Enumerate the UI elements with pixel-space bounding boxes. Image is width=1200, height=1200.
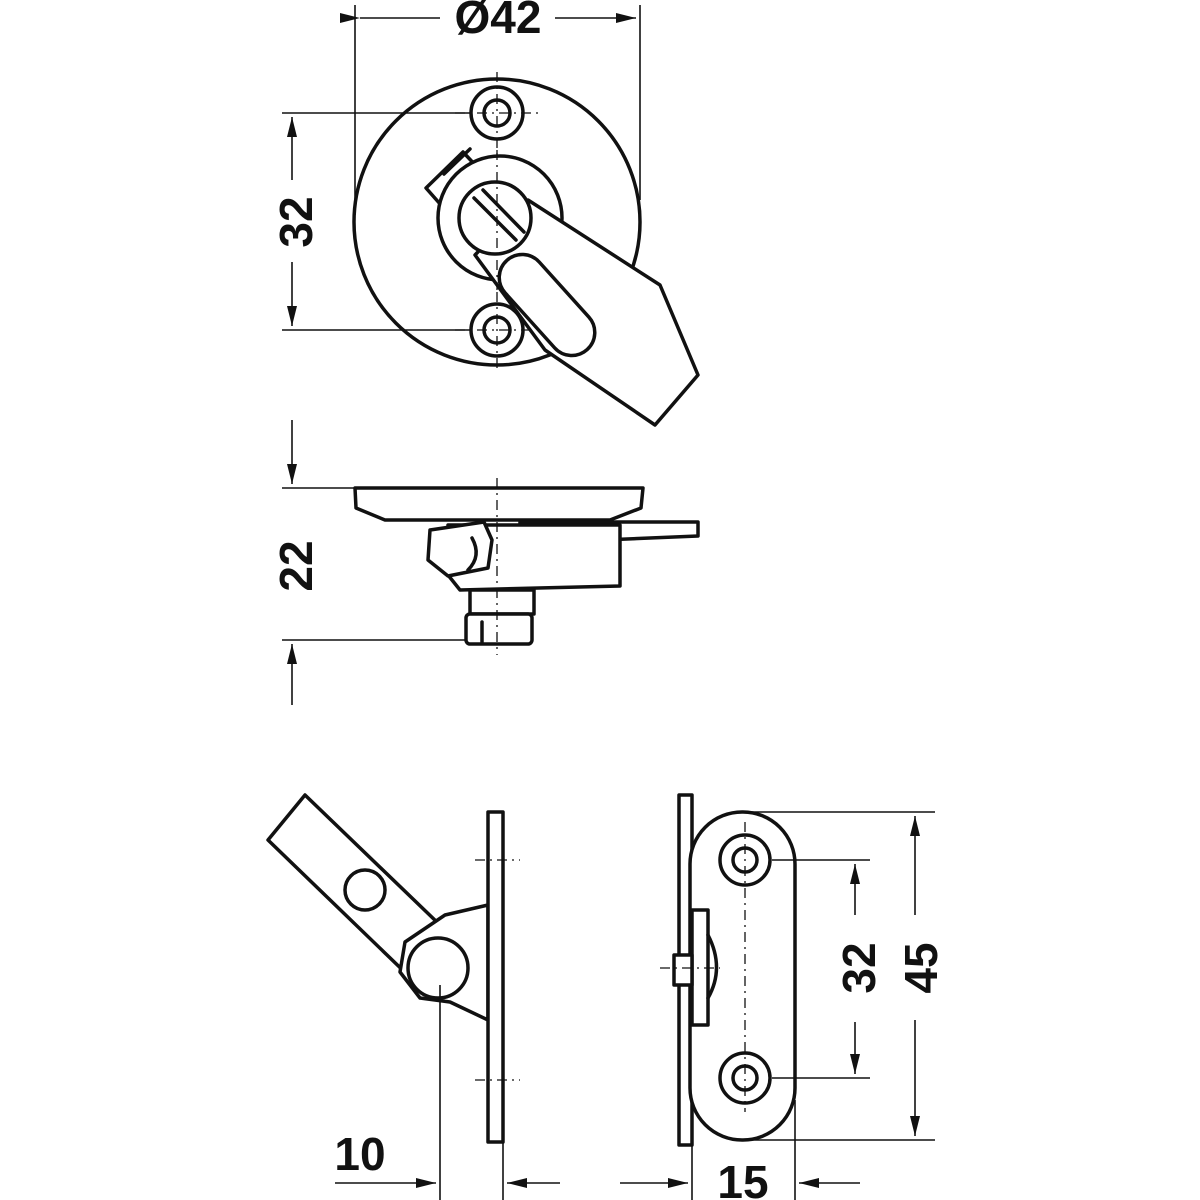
spindle (457, 180, 533, 256)
dim-right-inner-label: 32 (833, 942, 885, 993)
dim-left-offset-label: 10 (334, 1128, 385, 1180)
top-view: Ø42 32 (270, 0, 700, 427)
side-catch (426, 520, 494, 578)
dim-right-outer-label: 45 (895, 942, 947, 993)
left-view-plate (486, 810, 505, 1144)
dim-side-height-label: 22 (270, 540, 322, 591)
left-view-pivot (406, 936, 470, 1000)
dim-diameter-label: Ø42 (455, 0, 542, 43)
screw-hole-bottom (469, 302, 525, 358)
side-plate (353, 486, 645, 522)
left-view: 10 (266, 793, 560, 1200)
screw-hole-top (469, 85, 525, 141)
side-spindle (468, 588, 536, 616)
side-view: 22 (270, 420, 700, 705)
dim-top-height-label: 32 (270, 196, 322, 247)
dim-right-width-label: 15 (717, 1156, 768, 1200)
right-view: 32 45 15 (620, 793, 947, 1200)
lever-arm (473, 198, 700, 427)
